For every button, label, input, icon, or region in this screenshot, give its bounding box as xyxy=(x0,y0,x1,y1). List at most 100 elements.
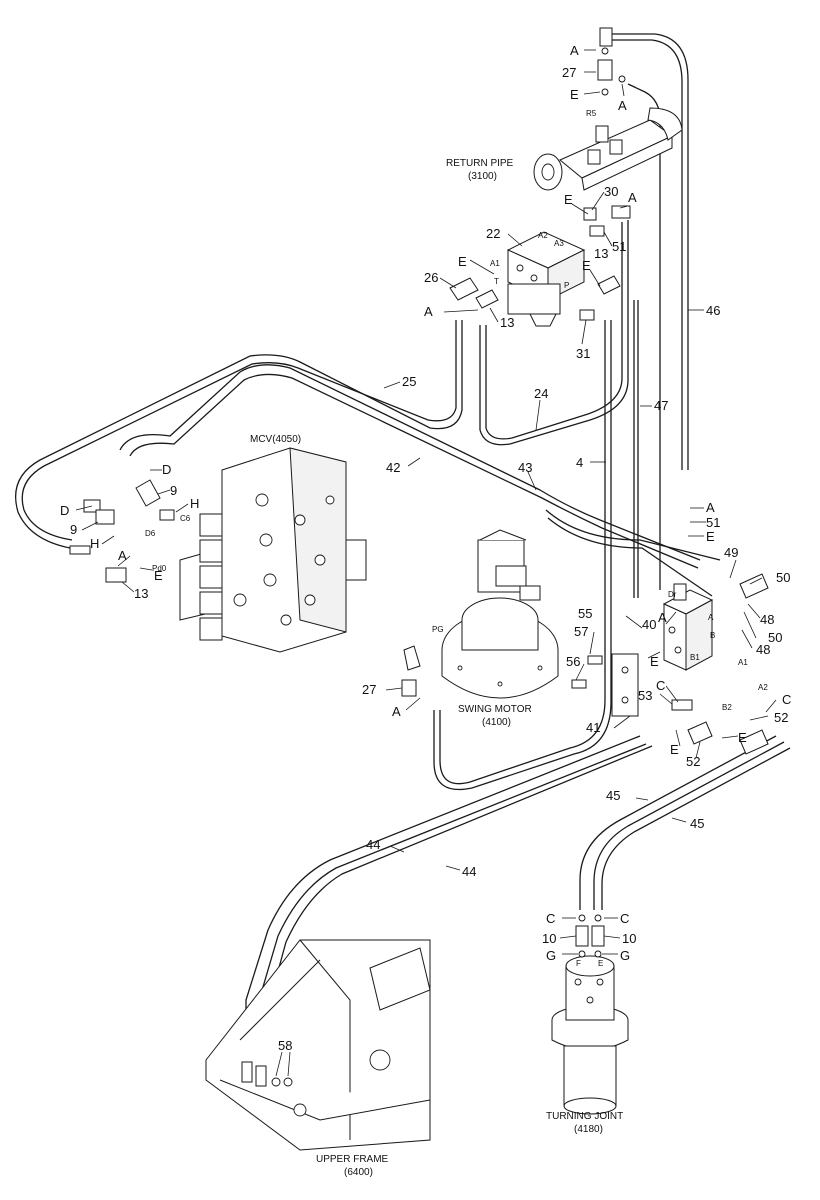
port-p: P xyxy=(564,281,569,290)
callout-h: H xyxy=(90,536,99,551)
callout-25: 25 xyxy=(402,374,416,389)
return-pipe-code: (3100) xyxy=(468,171,497,182)
callout-a: A xyxy=(392,704,401,719)
callout-30: 30 xyxy=(604,184,618,199)
callout-51: 51 xyxy=(706,515,720,530)
callout-52: 52 xyxy=(686,754,700,769)
callout-e: E xyxy=(570,87,579,102)
port-a1: A1 xyxy=(490,259,500,268)
callout-a: A xyxy=(618,98,627,113)
solenoid-valve-22: A2 A3 A1 T P xyxy=(449,205,631,327)
callout-49: 49 xyxy=(724,545,738,560)
callout-27: 27 xyxy=(562,65,576,80)
turning-joint-4180: F E TURNING JOINT (4180) xyxy=(546,914,629,1135)
callout-24: 24 xyxy=(534,386,548,401)
callout-56: 56 xyxy=(566,654,580,669)
callout-c: C xyxy=(782,692,791,707)
port-b: B xyxy=(710,631,715,640)
callout-e: E xyxy=(582,258,591,273)
callout-10: 10 xyxy=(622,931,636,946)
return-pipe-assembly: R5 RETURN PIPE (3100) xyxy=(446,27,683,191)
callout-a: A xyxy=(628,190,637,205)
hose-46-inner xyxy=(612,39,683,470)
swing-motor-code: (4100) xyxy=(482,717,511,728)
callout-e: E xyxy=(706,529,715,544)
callout-a: A xyxy=(118,548,127,563)
port-a2: A2 xyxy=(538,231,548,240)
port-b2: B2 xyxy=(722,703,732,712)
turning-joint-name: TURNING JOINT xyxy=(546,1111,623,1122)
upper-frame-code: (6400) xyxy=(344,1167,373,1178)
callout-42: 42 xyxy=(386,460,400,475)
callout-47: 47 xyxy=(654,398,668,413)
hose-44b xyxy=(257,743,647,1072)
port-d6: D6 xyxy=(145,529,156,538)
callout-d: D xyxy=(60,503,69,518)
hose-lines xyxy=(14,33,791,1074)
port-e: E xyxy=(598,959,603,968)
upper-frame-name: UPPER FRAME xyxy=(316,1154,389,1165)
hose-46 xyxy=(610,33,689,470)
mcv-4050: MCV(4050) C6 D6 Pd0 xyxy=(69,434,367,653)
port-dr: Dr xyxy=(668,590,677,599)
callout-e: E xyxy=(154,568,163,583)
callout-d: D xyxy=(162,462,171,477)
hose-25 xyxy=(14,320,463,549)
port-a3: A3 xyxy=(554,239,564,248)
callout-50: 50 xyxy=(768,630,782,645)
hose-4-inner xyxy=(433,320,612,791)
hose-44a xyxy=(245,735,641,1070)
port-c6: C6 xyxy=(180,514,191,523)
callout-31: 31 xyxy=(576,346,590,361)
port-a2-b: A2 xyxy=(758,683,768,692)
turning-joint-code: (4180) xyxy=(574,1124,603,1135)
callout-46: 46 xyxy=(706,303,720,318)
callout-26: 26 xyxy=(424,270,438,285)
callout-48: 48 xyxy=(760,612,774,627)
callout-45: 45 xyxy=(606,788,620,803)
hose-45c xyxy=(601,747,791,910)
callout-44: 44 xyxy=(366,837,380,852)
hose-4 xyxy=(439,320,606,785)
callout-e: E xyxy=(458,254,467,269)
callout-22: 22 xyxy=(486,226,500,241)
callout-27: 27 xyxy=(362,682,376,697)
callout-c: C xyxy=(546,911,555,926)
callout-e: E xyxy=(670,742,679,757)
callout-g: G xyxy=(620,948,630,963)
upper-frame-6400: UPPER FRAME (6400) xyxy=(205,939,431,1178)
port-a: A xyxy=(708,613,714,622)
hose-43-b xyxy=(545,509,721,561)
callout-a: A xyxy=(570,43,579,58)
port-f: F xyxy=(576,959,581,968)
callout-labels: A 27 A E 30 A E 22 51 13 E E 26 A 13 31 … xyxy=(60,43,791,1053)
callout-57: 57 xyxy=(574,624,588,639)
callout-13: 13 xyxy=(594,246,608,261)
callout-h: H xyxy=(190,496,199,511)
callout-43: 43 xyxy=(518,460,532,475)
callout-13: 13 xyxy=(134,586,148,601)
callout-a: A xyxy=(424,304,433,319)
swing-motor-4100: PG SWING MOTOR (4100) xyxy=(401,529,559,728)
callout-9: 9 xyxy=(170,483,177,498)
callout-40: 40 xyxy=(642,617,656,632)
port-a1-b: A1 xyxy=(738,658,748,667)
port-r5: R5 xyxy=(586,109,597,118)
hose-45a xyxy=(579,735,777,910)
callout-52: 52 xyxy=(774,710,788,725)
callout-45: 45 xyxy=(690,816,704,831)
port-b1: B1 xyxy=(690,653,700,662)
callout-9: 9 xyxy=(70,522,77,537)
callout-g: G xyxy=(546,948,556,963)
callout-a: A xyxy=(658,610,667,625)
port-t: T xyxy=(494,277,499,286)
leader-lines xyxy=(75,49,777,1077)
hose-24 xyxy=(479,220,629,446)
callout-a: A xyxy=(706,500,715,515)
swing-motor-name: SWING MOTOR xyxy=(458,704,532,715)
callout-50: 50 xyxy=(776,570,790,585)
callout-48: 48 xyxy=(756,642,770,657)
hose-43 xyxy=(129,373,699,569)
callout-10: 10 xyxy=(542,931,556,946)
